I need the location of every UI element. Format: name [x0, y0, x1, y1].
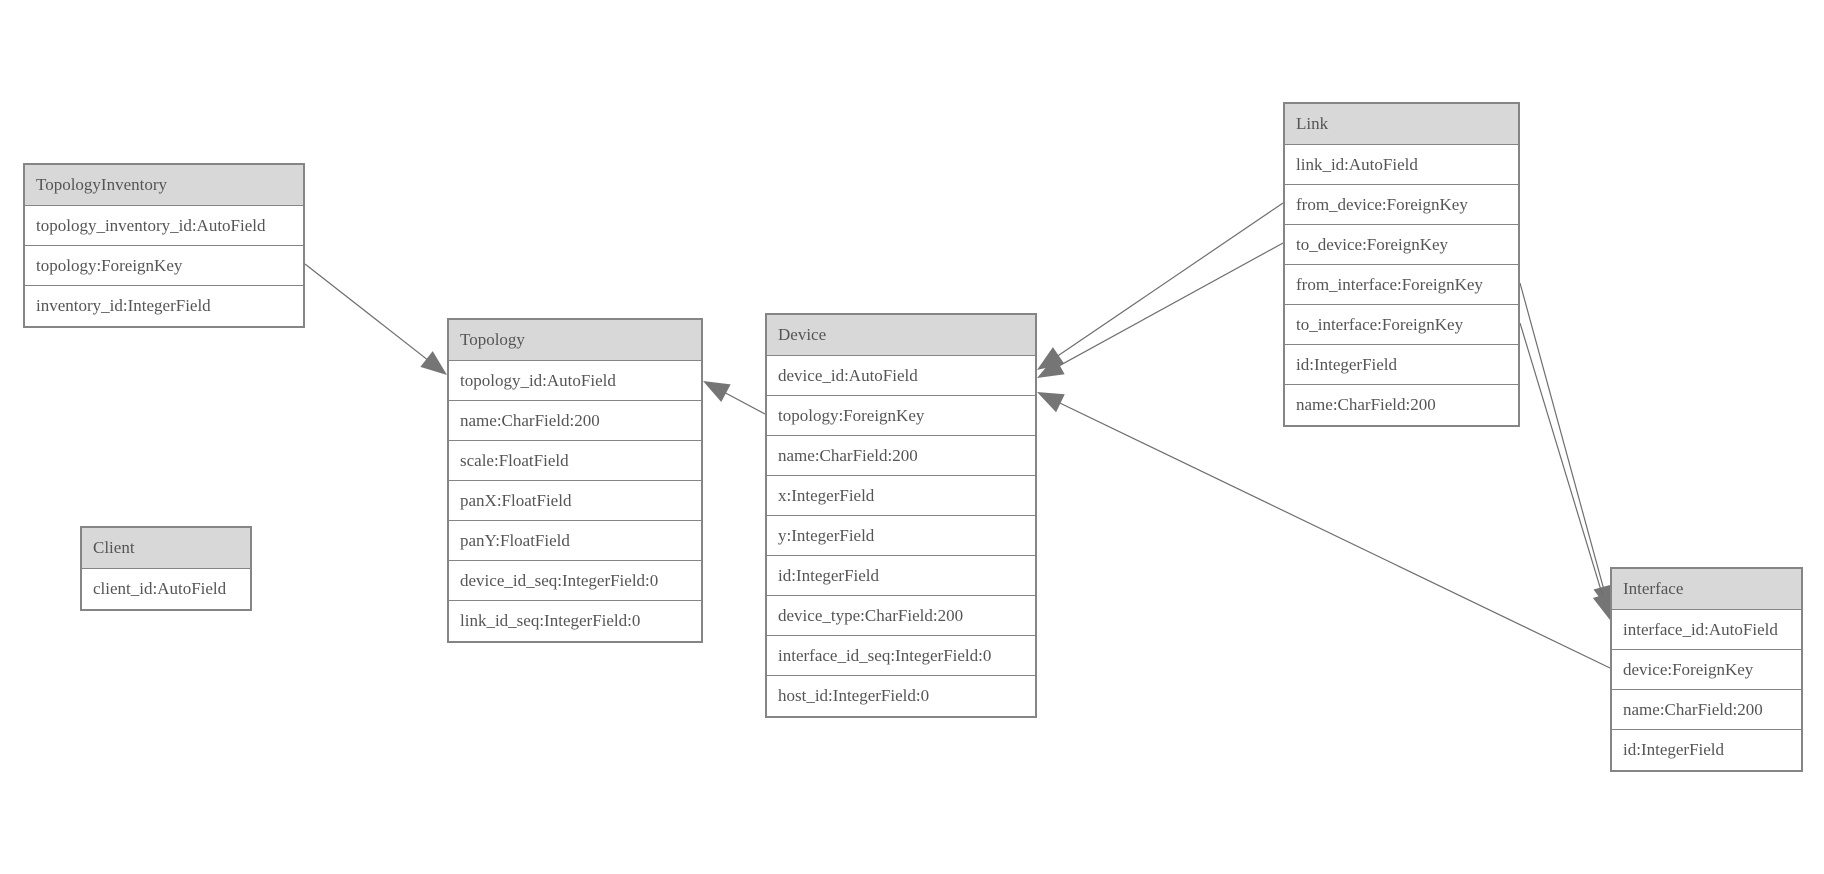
entity-field: host_id:IntegerField:0 — [767, 676, 1035, 716]
entity-field: link_id_seq:IntegerField:0 — [449, 601, 701, 641]
entity-field: y:IntegerField — [767, 516, 1035, 556]
entity-field: device:ForeignKey — [1612, 650, 1801, 690]
entity-title: Client — [82, 528, 250, 569]
entity-field: x:IntegerField — [767, 476, 1035, 516]
entity-title: Topology — [449, 320, 701, 361]
entity-field: interface_id:AutoField — [1612, 610, 1801, 650]
entity-field: topology_id:AutoField — [449, 361, 701, 401]
entity-field: device_id_seq:IntegerField:0 — [449, 561, 701, 601]
relationship-line — [1519, 282, 1610, 609]
relationship-line — [1519, 322, 1610, 617]
entity-field: panY:FloatField — [449, 521, 701, 561]
entity-field: inventory_id:IntegerField — [25, 286, 303, 326]
relationship-line — [1040, 393, 1611, 669]
entity-field: to_device:ForeignKey — [1285, 225, 1518, 265]
arrowhead-icon — [420, 351, 447, 375]
entity-field: from_interface:ForeignKey — [1285, 265, 1518, 305]
entity-field: topology_inventory_id:AutoField — [25, 206, 303, 246]
entity-title: Link — [1285, 104, 1518, 145]
relationship-line — [1040, 242, 1284, 377]
entity-field: to_interface:ForeignKey — [1285, 305, 1518, 345]
entity-field: name:CharField:200 — [767, 436, 1035, 476]
arrowhead-icon — [1037, 392, 1065, 413]
entity-title: Device — [767, 315, 1035, 356]
entity-title: Interface — [1612, 569, 1801, 610]
entity-field: scale:FloatField — [449, 441, 701, 481]
entity-field: topology:ForeignKey — [25, 246, 303, 286]
entity-field: link_id:AutoField — [1285, 145, 1518, 185]
entity-field: name:CharField:200 — [1612, 690, 1801, 730]
arrowhead-icon — [703, 381, 731, 403]
entity-field: id:IntegerField — [1285, 345, 1518, 385]
relationship-line — [304, 263, 445, 374]
entity-field: interface_id_seq:IntegerField:0 — [767, 636, 1035, 676]
entity-field: panX:FloatField — [449, 481, 701, 521]
entity-field: device_id:AutoField — [767, 356, 1035, 396]
entity-field: id:IntegerField — [767, 556, 1035, 596]
entity-field: name:CharField:200 — [1285, 385, 1518, 425]
entity-title: TopologyInventory — [25, 165, 303, 206]
entity-field: id:IntegerField — [1612, 730, 1801, 770]
entity-field: topology:ForeignKey — [767, 396, 1035, 436]
entity-field: client_id:AutoField — [82, 569, 250, 609]
entity-field: from_device:ForeignKey — [1285, 185, 1518, 225]
entity-field: device_type:CharField:200 — [767, 596, 1035, 636]
relationship-line — [1039, 202, 1284, 369]
entity-field: name:CharField:200 — [449, 401, 701, 441]
arrowhead-icon — [1037, 356, 1065, 378]
arrowhead-icon — [1592, 592, 1613, 620]
